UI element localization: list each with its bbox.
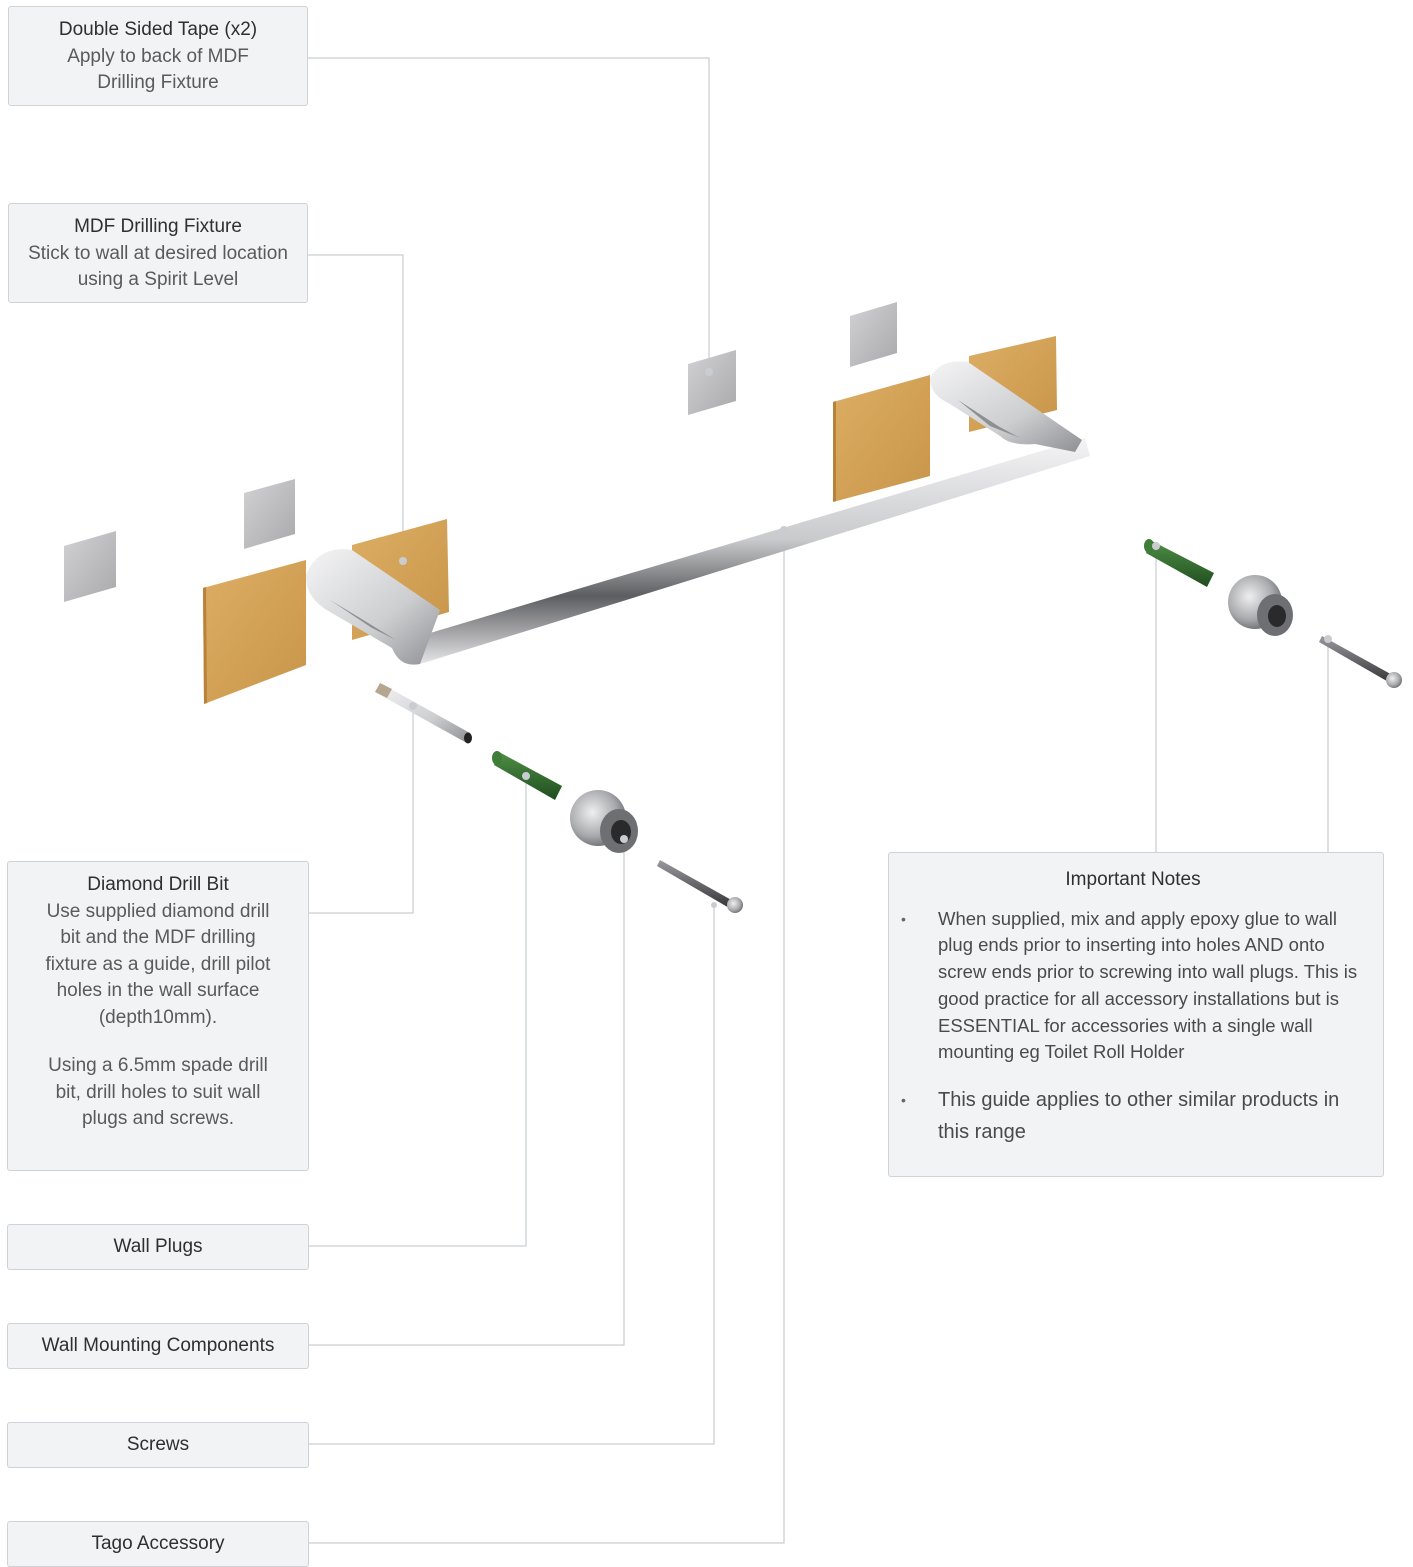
callout-text: using a Spirit Level <box>77 269 239 290</box>
note-item: • This guide applies to other similar pr… <box>901 1084 1365 1148</box>
important-notes-panel: Important Notes • When supplied, mix and… <box>888 852 1384 1177</box>
callout-text: Apply to back of MDF <box>67 45 249 67</box>
note-text: When supplied, mix and apply epoxy glue … <box>938 907 1358 1063</box>
callout-text: Using a 6.5mm spade drill bit, drill hol… <box>48 1055 268 1129</box>
callout-wall-mounting-components: Wall Mounting Components <box>7 1323 309 1369</box>
leader-screws <box>309 905 715 1445</box>
leader-tago <box>309 530 785 1544</box>
callout-title: Double Sided Tape (x2) <box>58 19 258 40</box>
notes-title: Important Notes <box>1065 869 1201 890</box>
bullet-icon: • <box>901 910 906 927</box>
leader-lines <box>308 57 1329 1544</box>
tape-piece-right-back <box>688 350 736 415</box>
leader-plugs <box>309 776 527 1247</box>
callout-screws: Screws <box>7 1422 309 1468</box>
callout-title: Wall Mounting Components <box>41 1334 275 1356</box>
tago-accessory-rail <box>305 361 1090 665</box>
leader-mdf <box>308 254 404 561</box>
callout-tago-accessory: Tago Accessory <box>7 1521 309 1567</box>
callout-title: Diamond Drill Bit <box>87 874 229 895</box>
leader-mount <box>309 839 625 1346</box>
callout-diamond-drill-bit: Diamond Drill Bit Use supplied diamond d… <box>7 861 309 1171</box>
bullet-icon: • <box>901 1092 906 1109</box>
callout-title: Wall Plugs <box>113 1235 203 1257</box>
callout-wall-plugs: Wall Plugs <box>7 1224 309 1270</box>
callout-title: Tago Accessory <box>91 1532 225 1554</box>
leader-tape <box>308 57 710 372</box>
notes-list: • When supplied, mix and apply epoxy glu… <box>901 906 1365 1149</box>
wall-plug-right <box>1144 539 1214 587</box>
tape-piece-left-front <box>244 479 295 549</box>
note-text: This guide applies to other similar prod… <box>938 1089 1340 1144</box>
callout-title: MDF Drilling Fixture <box>74 216 242 237</box>
callout-mdf-drilling-fixture: MDF Drilling Fixture Stick to wall at de… <box>8 203 308 303</box>
screw-left <box>657 860 743 913</box>
leader-anchor-dots <box>399 368 1332 908</box>
callout-text: Use supplied diamond drill bit and the M… <box>45 900 271 1028</box>
callout-double-sided-tape: Double Sided Tape (x2) Apply to back of … <box>8 6 308 106</box>
diamond-drill-bit <box>375 683 472 744</box>
wall-mounting-component-left <box>570 790 638 853</box>
leader-drill <box>309 706 414 914</box>
callout-title: Screws <box>126 1433 190 1455</box>
callout-text: Stick to wall at desired location <box>28 242 288 264</box>
note-item: • When supplied, mix and apply epoxy glu… <box>901 906 1365 1067</box>
double-sided-tape-pieces <box>64 302 897 602</box>
screw-right <box>1319 636 1402 688</box>
callout-text: Drilling Fixture <box>97 72 219 93</box>
tape-piece-left-back <box>64 531 116 602</box>
wall-mounting-component-right <box>1228 575 1293 636</box>
tape-piece-right-front <box>850 302 897 367</box>
